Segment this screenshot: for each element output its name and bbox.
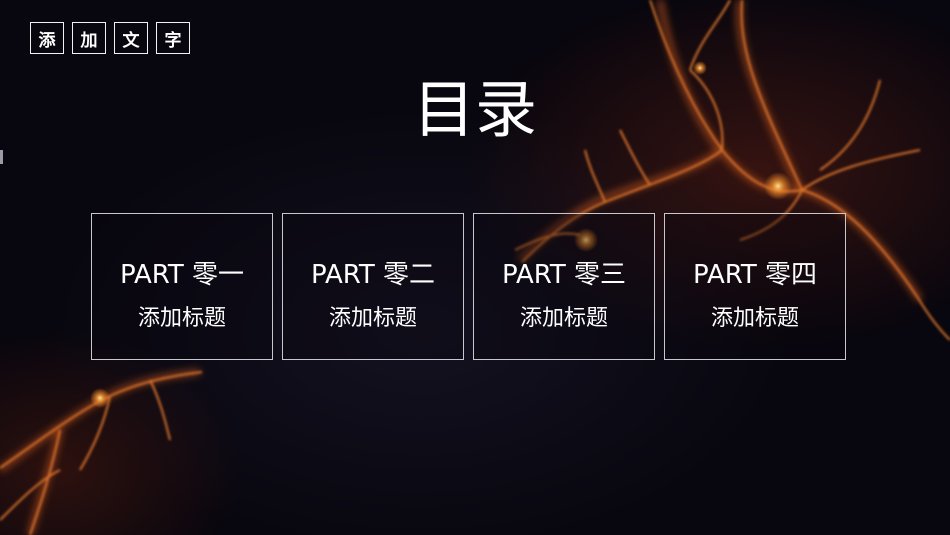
slide-title: 目录 [412, 73, 537, 146]
tag-box: 添 [30, 22, 64, 54]
card-subtitle: 添加标题 [519, 306, 608, 331]
card-part-label: PART 零一 [119, 260, 245, 290]
toc-card-3[interactable]: PART 零三 添加标题 [473, 213, 655, 360]
edge-marker [0, 150, 3, 164]
tag-row: 添 加 文 字 [30, 22, 190, 54]
tag-box: 字 [156, 22, 190, 54]
card-subtitle: 添加标题 [710, 306, 799, 331]
tag-box: 文 [114, 22, 148, 54]
card-part-label: PART 零四 [692, 260, 818, 290]
card-part-label: PART 零二 [310, 260, 436, 290]
toc-card-4[interactable]: PART 零四 添加标题 [664, 213, 846, 360]
toc-card-2[interactable]: PART 零二 添加标题 [282, 213, 464, 360]
card-subtitle: 添加标题 [328, 306, 417, 331]
card-part-label: PART 零三 [501, 260, 627, 290]
card-subtitle: 添加标题 [137, 306, 226, 331]
tag-box: 加 [72, 22, 106, 54]
toc-card-1[interactable]: PART 零一 添加标题 [91, 213, 273, 360]
